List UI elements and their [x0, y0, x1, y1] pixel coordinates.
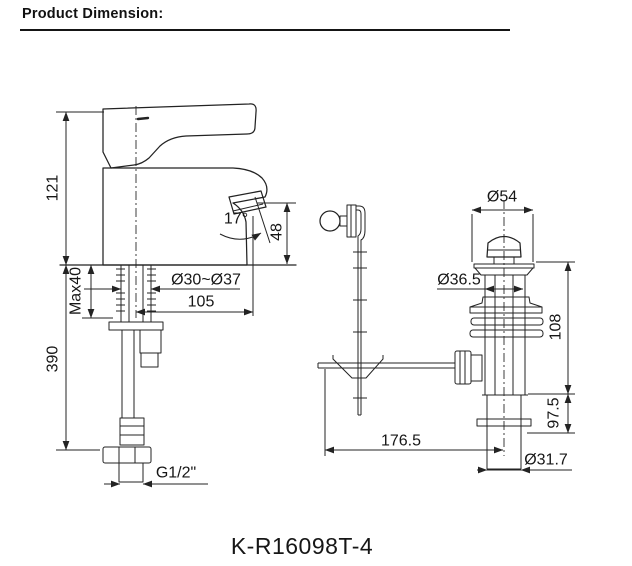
under-deck-assembly	[102, 321, 164, 483]
seal-washer	[469, 296, 543, 314]
dim-rod-length-label: 176.5	[381, 433, 421, 450]
model-number: K-R16098T-4	[231, 533, 373, 559]
dim-390-label: 390	[45, 346, 62, 373]
mounting-flange	[108, 321, 164, 331]
rod-adjustment-ticks	[353, 251, 367, 399]
drain-assembly-view: Ø54 Ø36.5 108 97.5 Ø31.7 176.5	[317, 189, 575, 474]
dim-97-5-label: 97.5	[546, 397, 563, 428]
dim-hole-diameter-label: Ø30~Ø37	[171, 272, 241, 289]
drain-flange	[473, 263, 535, 269]
dim-17deg-label: 17°	[224, 211, 248, 228]
horizontal-pivot-rod	[317, 362, 455, 369]
section-header: Product Dimension:	[20, 6, 510, 31]
spout-angle-arc	[219, 232, 262, 241]
threaded-shank	[116, 265, 156, 322]
handle-indicator-mark	[136, 116, 150, 121]
rod-bend	[356, 205, 366, 415]
dim-body-diameter-label: Ø36.5	[437, 272, 481, 289]
pivot-collar	[470, 354, 483, 382]
rod-strap-clip	[332, 355, 384, 379]
tailpiece-ring	[476, 418, 532, 427]
lift-rod-knob	[319, 210, 341, 232]
drain-dimensions: Ø54 Ø36.5 108 97.5 Ø31.7 176.5	[324, 189, 575, 474]
dim-108-label: 108	[548, 314, 565, 341]
spout-angle-line	[254, 196, 271, 244]
spout-aerator	[228, 190, 267, 215]
lock-ring-upper	[470, 317, 544, 326]
knob-stem	[339, 215, 348, 227]
hex-nut	[102, 446, 152, 464]
hose-coupling	[119, 417, 145, 446]
dim-48-label: 48	[269, 223, 286, 241]
lock-ring-lower	[469, 329, 544, 338]
tailpiece	[486, 395, 522, 470]
dim-121-label: 121	[45, 175, 62, 202]
hex-nut-facets	[118, 447, 136, 463]
drain-tube	[484, 275, 526, 395]
faucet-body	[102, 167, 268, 266]
inlet-stub	[118, 462, 144, 483]
dim-tailpiece-diameter-label: Ø31.7	[524, 452, 568, 469]
popup-cap	[486, 235, 522, 258]
valve-nut	[140, 352, 159, 368]
faucet-handle	[102, 103, 257, 169]
dim-max40-label: Max40	[68, 267, 85, 315]
valve-block	[139, 329, 162, 354]
thread-marks	[116, 268, 156, 312]
dim-cap-diameter-label: Ø54	[487, 189, 517, 206]
dim-105-label: 105	[188, 294, 215, 311]
lift-rod	[317, 204, 455, 416]
page-title: Product Dimension:	[22, 6, 164, 22]
pivot-nut	[454, 350, 472, 385]
dim-thread-label: G1/2"	[156, 465, 196, 482]
drain-body	[454, 235, 544, 470]
faucet-side-view: 121 390 Max40 48 17° Ø30~Ø37 105 G1/2"	[45, 103, 297, 488]
faucet-dimensions: 121 390 Max40 48 17° Ø30~Ø37 105 G1/2"	[45, 111, 296, 488]
supply-pipe	[121, 330, 135, 418]
